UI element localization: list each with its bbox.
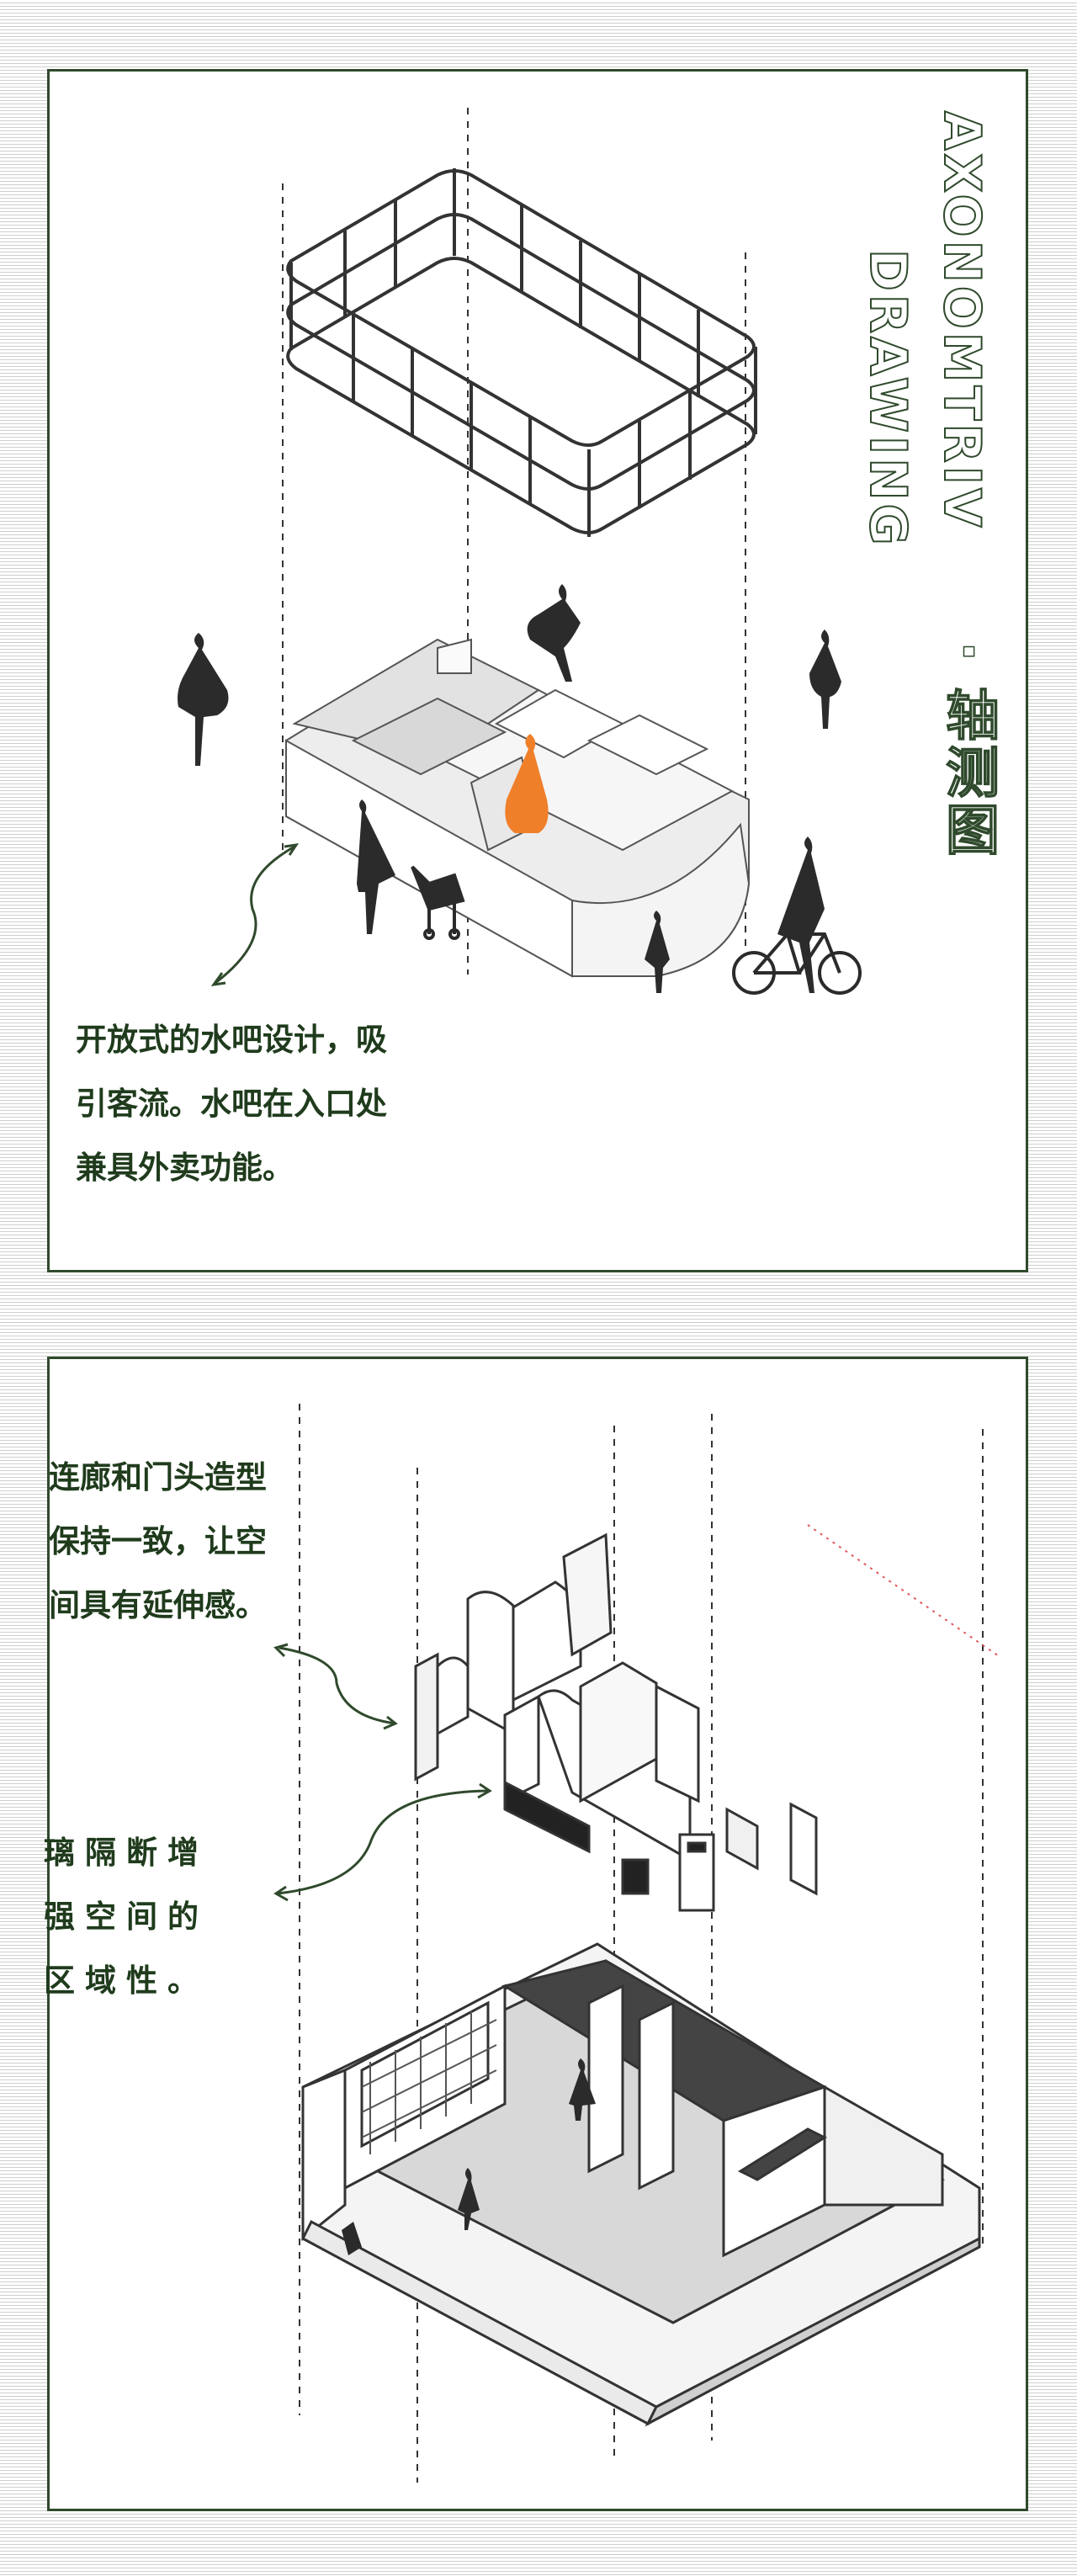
title-axonometric: AXONOMTRIV [931,110,992,531]
human-silhouettes [178,584,841,993]
stroller-icon [411,865,465,940]
human-silhouette-icon [777,837,825,993]
human-silhouette-icon [645,911,670,993]
human-silhouette-icon [357,799,395,934]
caption-corridor: 连廊和门头造型 保持一致，让空 间具有延伸感。 [49,1459,267,1623]
title-chinese: · 轴测图 [936,640,1000,859]
curved-arrow-icon [210,843,300,986]
human-silhouette-icon [809,629,841,729]
title-drawing: DRAWING [857,248,918,550]
bicycle-icon [732,932,862,995]
orange-figure-icon [505,734,549,833]
caption-bar: 开放式的水吧设计，吸 引客流。水吧在入口处 兼具外卖功能。 [76,1022,387,1186]
railing-frame [286,168,757,537]
caption-glass-partition: 璃隔断增 强空间的 区域性。 [44,1835,209,1999]
human-silhouette-icon [178,633,229,766]
human-silhouette-icon [527,584,581,682]
